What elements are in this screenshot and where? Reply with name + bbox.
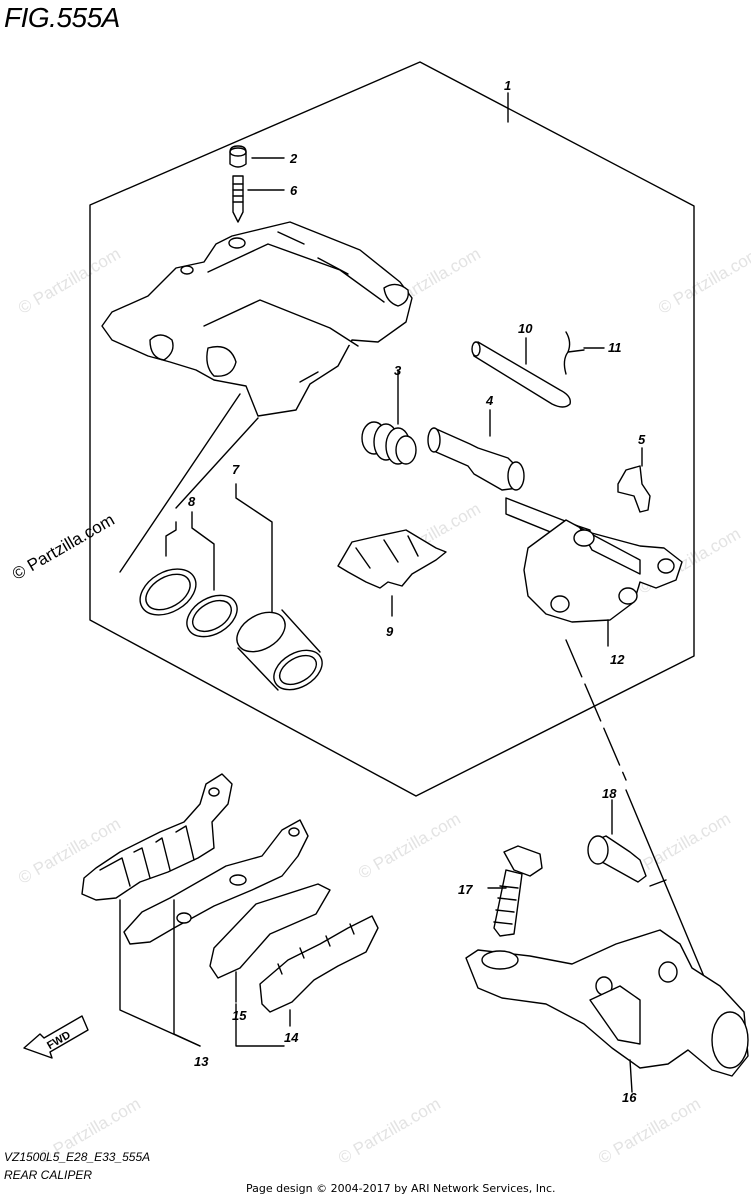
fwd-label: FWD (45, 1029, 73, 1052)
fwd-arrow (23, 1015, 89, 1059)
brake-pad-front (81, 773, 233, 901)
callout-15: 15 (232, 1008, 247, 1023)
axle-bolt (487, 845, 543, 937)
caliper-body (101, 221, 413, 417)
callout-1: 1 (504, 78, 511, 93)
callout-16: 16 (622, 1090, 637, 1105)
callout-13: 13 (194, 1054, 209, 1069)
pin-boot (361, 369, 417, 465)
slide-pin (427, 409, 525, 491)
figure-code: VZ1500L5_E28_E33_555A (4, 1150, 151, 1164)
callout-3: 3 (394, 363, 402, 378)
callout-2: 2 (289, 151, 298, 166)
dust-seal (186, 594, 238, 638)
callout-8: 8 (188, 494, 196, 509)
bracket-bolt (587, 799, 647, 883)
callout-10: 10 (518, 321, 533, 336)
piston (236, 609, 323, 691)
callout-4: 4 (485, 393, 494, 408)
spring-clip (617, 447, 651, 513)
callout-7: 7 (232, 462, 240, 477)
bleeder-cap (229, 145, 285, 168)
pin-clip (563, 331, 605, 375)
callout-6: 6 (290, 183, 298, 198)
assembly-outline (89, 61, 695, 797)
bleeder-screw (232, 175, 285, 223)
figure-name: REAR CALIPER (4, 1168, 93, 1182)
callout-9: 9 (386, 624, 394, 639)
pad-shim-14 (259, 915, 379, 1027)
callout-17: 17 (458, 882, 473, 897)
caliper-bracket (505, 497, 683, 647)
piston-seal (139, 568, 197, 616)
pad-shim-15 (209, 883, 331, 1003)
callout-18: 18 (602, 786, 617, 801)
support-bracket (465, 929, 749, 1093)
callout-5: 5 (638, 432, 646, 447)
page-credit: Page design © 2004-2017 by ARI Network S… (246, 1182, 556, 1195)
callout-11: 11 (608, 340, 622, 355)
figure-title: FIG.555A (4, 2, 120, 33)
callout-12: 12 (610, 652, 625, 667)
pad-spring (337, 529, 447, 617)
pad-pin (471, 337, 571, 408)
callout-14: 14 (284, 1030, 299, 1045)
brake-pad-rear (123, 819, 309, 945)
